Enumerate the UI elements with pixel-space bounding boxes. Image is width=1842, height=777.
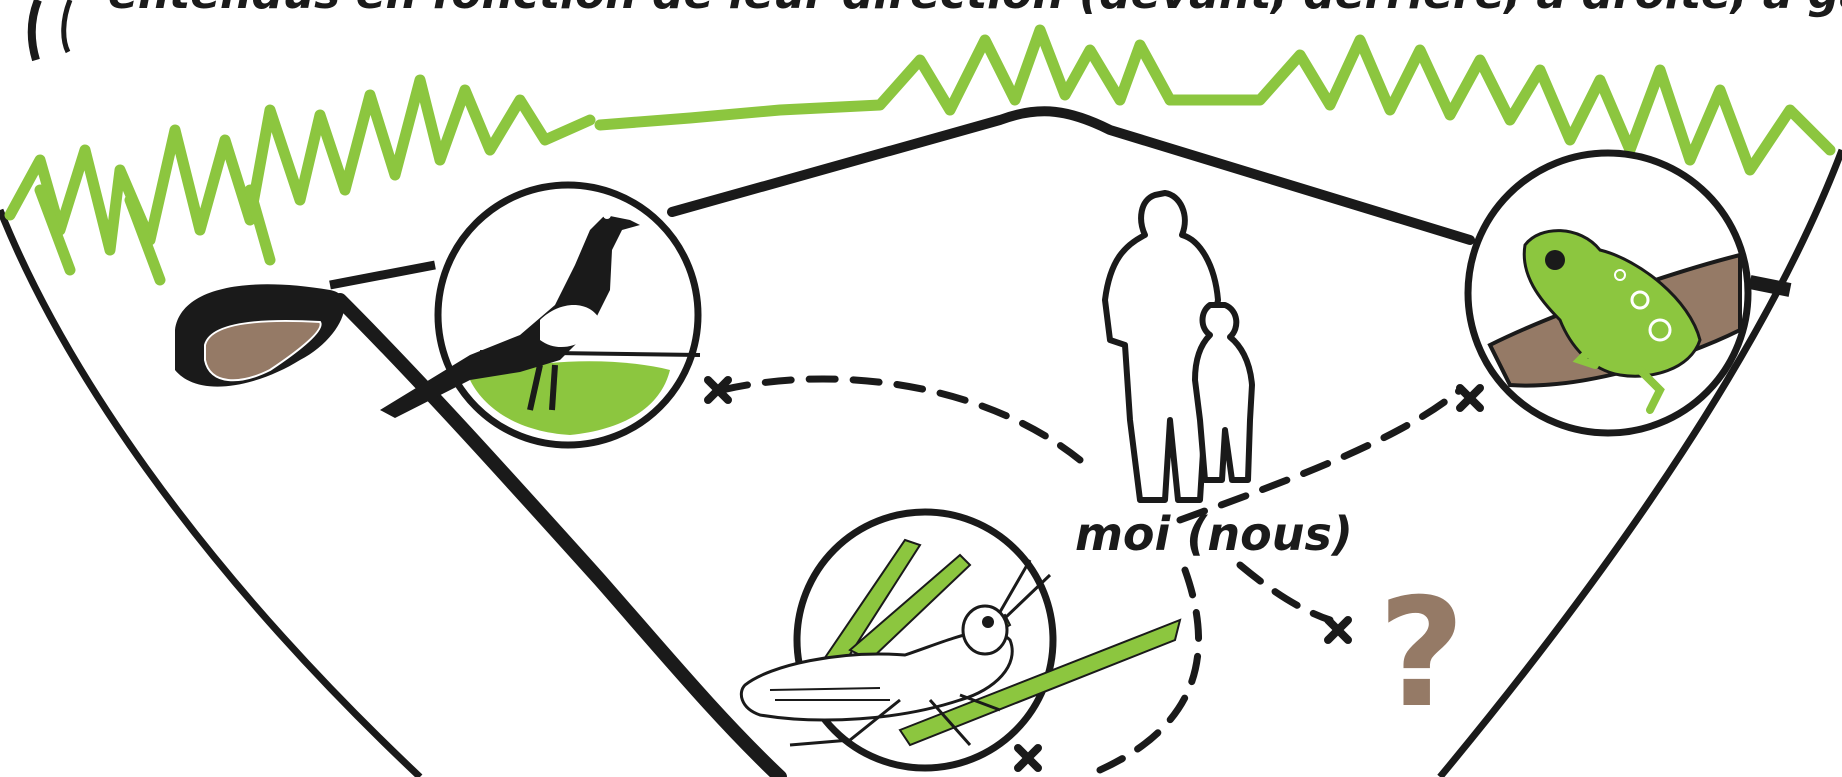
horizon-ridge <box>672 111 1470 240</box>
magpie-medallion <box>380 185 700 445</box>
person-silhouette <box>1105 193 1252 500</box>
frog-medallion <box>1468 153 1748 433</box>
dash-unknown <box>1240 565 1330 620</box>
center-label: moi (nous) <box>1075 507 1353 561</box>
caption-ornament <box>32 0 38 60</box>
cross-frog <box>1460 388 1480 408</box>
dash-grasshopper <box>1100 570 1199 770</box>
ridge-left-segment <box>330 265 435 285</box>
caption-ornament-2 <box>64 0 70 52</box>
dash-magpie <box>722 379 1080 460</box>
unknown-source-marker: ? <box>1378 567 1465 741</box>
child-silhouette <box>1195 305 1252 480</box>
cross-unknown <box>1328 620 1348 640</box>
ridge-right-stub <box>1750 282 1790 290</box>
caption: entendus en fonction de leur direction (… <box>108 0 1842 19</box>
cross-grasshopper <box>1018 748 1038 768</box>
